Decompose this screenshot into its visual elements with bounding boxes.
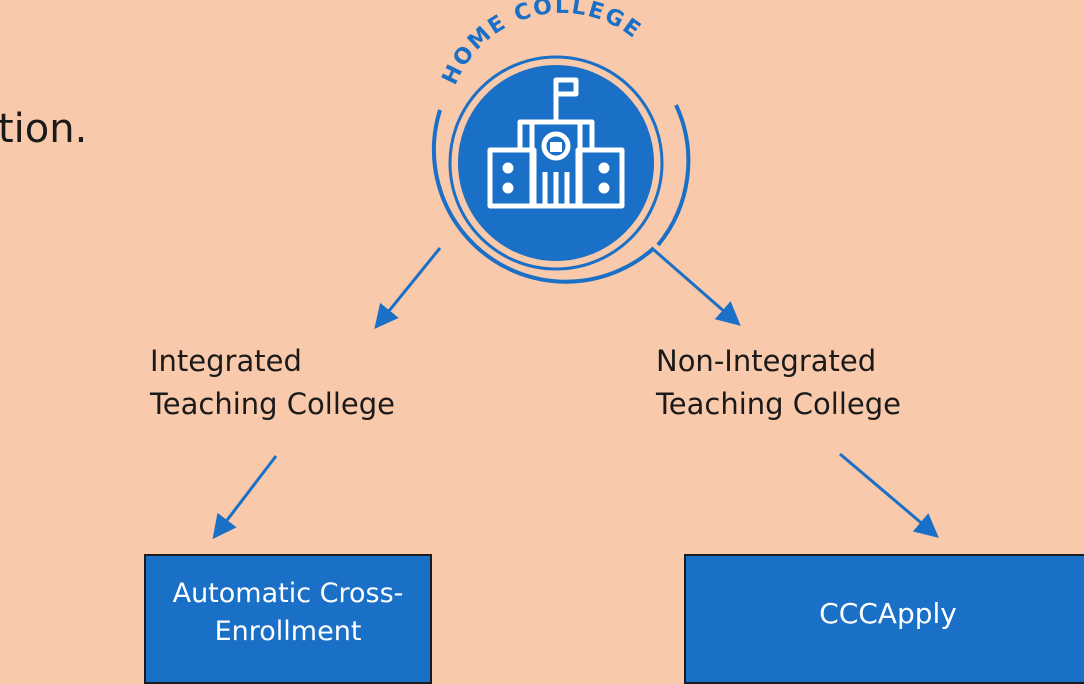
logo-disc [458, 65, 654, 261]
home-college-logo: HOME COLLEGE [431, 0, 691, 284]
arrow-to-non-integrated [653, 248, 741, 326]
automatic-cross-enrollment-box: Automatic Cross- Enrollment [144, 554, 432, 684]
integrated-teaching-college-label: Integrated Teaching College [150, 344, 395, 421]
logo-inner-ring [448, 55, 664, 271]
logo-outer-ring-left [431, 109, 656, 284]
arrow-to-cross-enrollment [212, 455, 278, 540]
cropped-intro-text: tion. [0, 106, 88, 152]
arrow-to-integrated [374, 247, 442, 329]
cccapply-box: CCCApply [684, 554, 1084, 684]
logo-outer-ring-right [656, 104, 691, 247]
school-building-icon [487, 77, 625, 209]
arrow-to-cccapply [839, 452, 939, 538]
non-integrated-teaching-college-label: Non-Integrated Teaching College [656, 344, 901, 421]
